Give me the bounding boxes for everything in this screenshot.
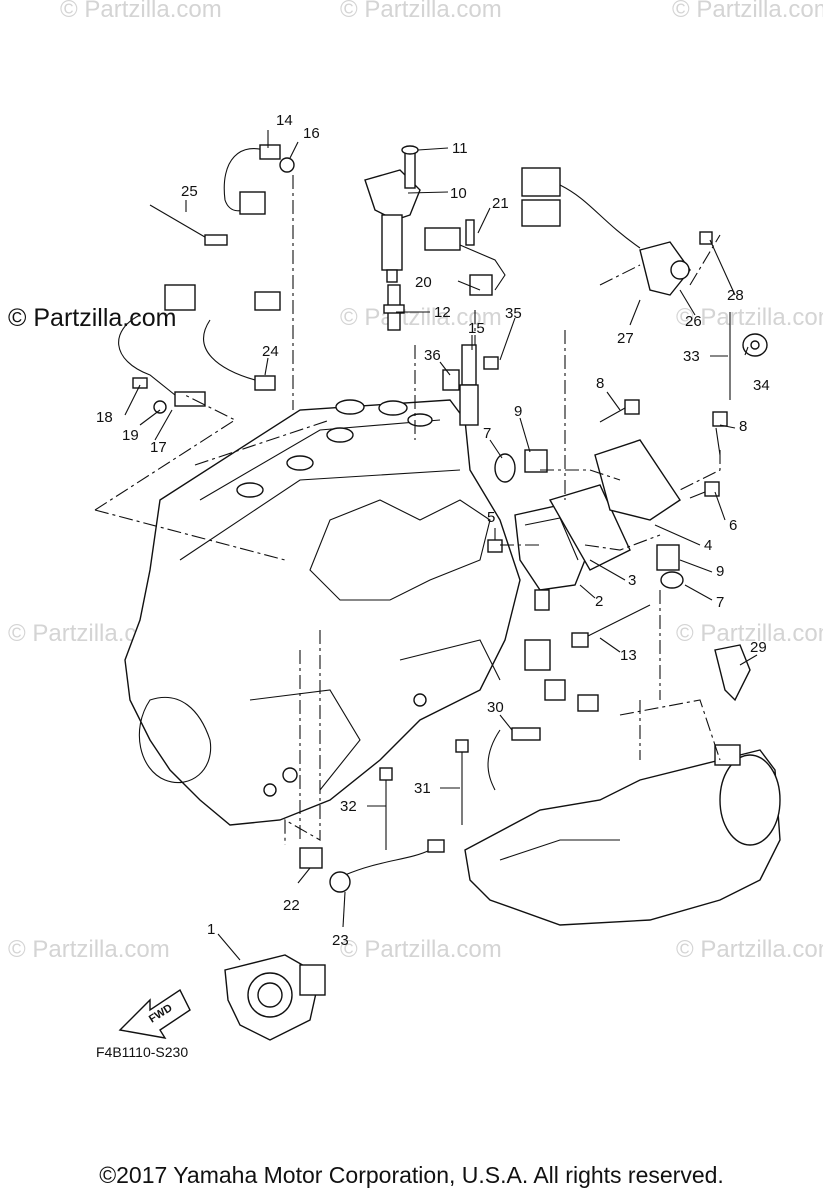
callout-labels: 1 2 3 4 5 6 7 7 8 8 9 9 10 11 12 13 14 1… [96, 112, 770, 949]
callout-25: 25 [181, 183, 198, 200]
exhaust-temp-sensor [487, 604, 651, 791]
callout-16: 16 [303, 125, 320, 142]
callout-15: 15 [468, 320, 485, 337]
throttle-sensor-harness [521, 167, 691, 296]
spark-plug [383, 284, 405, 331]
watermark-bottom-left: © Partzilla.com [8, 936, 170, 963]
watermark-top-center: © Partzilla.com [340, 0, 502, 23]
callout-14: 14 [276, 112, 293, 129]
bolts [487, 231, 728, 553]
temp-sensors [118, 144, 295, 414]
callout-31: 31 [414, 780, 431, 797]
callout-6: 6 [729, 517, 737, 534]
cable-ties [379, 739, 469, 850]
callout-5: 5 [487, 509, 495, 526]
copyright-notice: ©2017 Yamaha Motor Corporation, U.S.A. A… [99, 1162, 724, 1188]
callout-32: 32 [340, 798, 357, 815]
throttle-body [224, 954, 326, 1041]
cam-sensor [424, 219, 506, 296]
callout-33: 33 [683, 348, 700, 365]
callout-13: 13 [620, 647, 637, 664]
callout-8a: 8 [596, 375, 604, 392]
watermark-top-left: © Partzilla.com [60, 0, 222, 23]
callout-21: 21 [492, 195, 509, 212]
leader-lines [124, 130, 758, 961]
callout-11: 11 [452, 140, 468, 157]
diagram-code: F4B1110-S230 [96, 1044, 189, 1060]
callout-30: 30 [487, 699, 504, 716]
callout-2: 2 [595, 593, 603, 610]
exhaust-manifold [464, 744, 781, 926]
callout-22: 22 [283, 897, 300, 914]
callout-10: 10 [450, 185, 467, 202]
watermark-bottom-center: © Partzilla.com [340, 936, 502, 963]
grommets [494, 449, 684, 589]
callout-17: 17 [150, 439, 167, 456]
callout-9a: 9 [514, 403, 522, 420]
knock-sensor [299, 839, 445, 893]
callout-18: 18 [96, 409, 113, 426]
callout-19: 19 [122, 427, 139, 444]
callout-8b: 8 [739, 418, 747, 435]
callout-7a: 7 [483, 425, 491, 442]
watermark-top-right: © Partzilla.com [672, 0, 823, 23]
ignition-coil [364, 145, 421, 283]
callout-24: 24 [262, 343, 279, 360]
callout-29: 29 [750, 639, 767, 656]
callout-28: 28 [727, 287, 744, 304]
callout-26: 26 [685, 313, 702, 330]
callout-1: 1 [207, 921, 215, 938]
callout-12: 12 [434, 304, 451, 321]
band-and-grommet [729, 312, 768, 400]
ecu-assembly [514, 439, 681, 701]
oil-pressure-sensors [442, 344, 499, 426]
fwd-arrow: FWD [118, 988, 191, 1039]
callout-9b: 9 [716, 563, 724, 580]
assembly-lines [94, 175, 721, 845]
engine-block [124, 399, 521, 826]
callout-27: 27 [617, 330, 634, 347]
callout-35: 35 [505, 305, 522, 322]
callout-34: 34 [753, 377, 770, 394]
callout-20: 20 [415, 274, 432, 291]
callout-7b: 7 [716, 594, 724, 611]
watermark-dark-left: © Partzilla.com [8, 304, 177, 332]
watermark-low-right: © Partzilla.com [676, 620, 823, 647]
callout-36: 36 [424, 347, 441, 364]
clamp [714, 644, 751, 702]
callout-23: 23 [332, 932, 349, 949]
watermark-bottom-right: © Partzilla.com [676, 936, 823, 963]
callout-4: 4 [704, 537, 712, 554]
callout-3: 3 [628, 572, 636, 589]
watermark-mid-right: © Partzilla.com [676, 304, 823, 331]
